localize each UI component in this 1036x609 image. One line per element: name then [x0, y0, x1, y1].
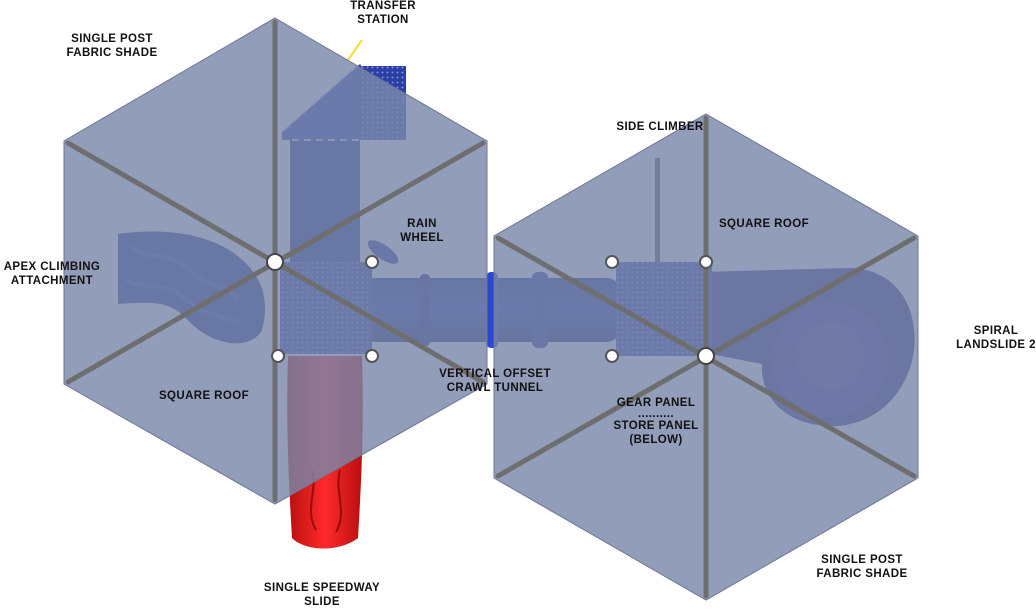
label-line: SIDE CLIMBER — [616, 121, 704, 133]
label-line: SINGLE SPEEDWAY — [263, 582, 381, 594]
label-single-post-fabric-shade-right: SINGLE POST FABRIC SHADE — [800, 553, 924, 581]
label-single-post-fabric-shade-left: SINGLE POST FABRIC SHADE — [52, 32, 172, 60]
label-line: STATION — [357, 14, 409, 26]
label-line: SLIDE — [304, 596, 340, 608]
label-line: LANDSLIDE 2 — [956, 339, 1036, 351]
label-line: (BELOW) — [629, 434, 683, 446]
label-line: ATTACHMENT — [10, 275, 94, 287]
shade-right — [493, 113, 919, 601]
label-line: FABRIC SHADE — [816, 568, 908, 580]
label-single-speedway-slide: SINGLE SPEEDWAY SLIDE — [252, 581, 392, 609]
label-line: STORE PANEL — [613, 420, 699, 432]
label-line: SINGLE POST — [71, 33, 153, 45]
label-line: FABRIC SHADE — [66, 47, 158, 59]
label-square-roof-right: SQUARE ROOF — [706, 217, 822, 231]
label-line: APEX CLIMBING — [3, 261, 101, 273]
label-rain-wheel: RAIN WHEEL — [392, 217, 452, 245]
label-side-climber: SIDE CLIMBER — [600, 120, 720, 134]
post-caps — [271, 255, 713, 363]
label-line: SQUARE ROOF — [718, 218, 809, 230]
label-line: VERTICAL OFFSET — [439, 368, 551, 380]
label-line: SQUARE ROOF — [158, 390, 249, 402]
label-line: WHEEL — [400, 232, 444, 244]
label-line: GEAR PANEL — [616, 397, 696, 409]
label-gear-store-panel: GEAR PANEL .......... STORE PANEL (BELOW… — [602, 396, 710, 447]
label-spiral-landslide: SPIRAL LANDSLIDE 2 — [956, 324, 1036, 352]
label-line: .......... — [638, 408, 674, 420]
label-line: CRAWL TUNNEL — [446, 382, 544, 394]
shade-left — [63, 17, 488, 505]
label-line: SINGLE POST — [821, 554, 903, 566]
label-line: RAIN — [407, 218, 437, 230]
label-line: TRANSFER — [350, 0, 416, 12]
label-transfer-station: TRANSFER STATION — [338, 0, 428, 27]
label-square-roof-left: SQUARE ROOF — [146, 389, 262, 403]
label-vertical-offset-crawl-tunnel: VERTICAL OFFSET CRAWL TUNNEL — [432, 367, 558, 395]
label-line: SPIRAL — [973, 325, 1019, 337]
label-apex-climbing-attachment: APEX CLIMBING ATTACHMENT — [0, 260, 104, 288]
